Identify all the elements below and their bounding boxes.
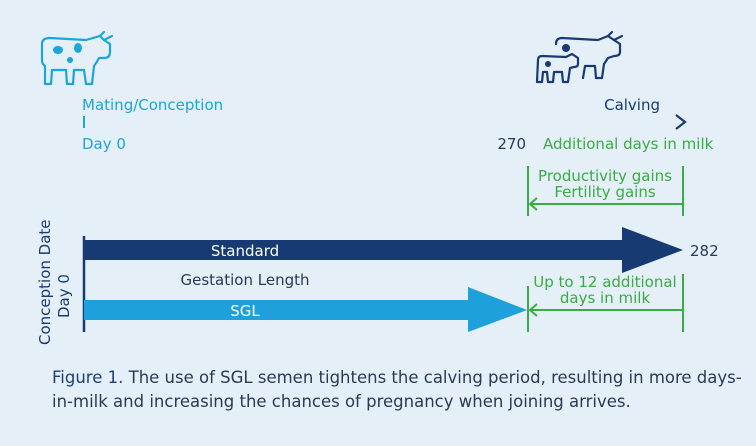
cow-with-calf-icon: [535, 30, 624, 84]
productivity-gains-label: Productivity gains: [538, 167, 672, 185]
sgl-note-line2: days in milk: [560, 289, 651, 307]
timeline-arrowhead: [675, 114, 687, 130]
sgl-bar: [84, 287, 527, 332]
conception-date-label: Conception Date: [36, 219, 54, 345]
sgl-arrowhead: [528, 303, 538, 317]
standard-bar: [84, 227, 683, 273]
gestation-length-label: Gestation Length: [181, 271, 310, 289]
calving-label: Calving: [604, 96, 660, 114]
caption-lead: Figure 1.: [52, 368, 124, 387]
additional-days-label: Additional days in milk: [543, 135, 714, 153]
sgl-note-line1: Up to 12 additional: [533, 273, 676, 291]
caption-body: The use of SGL semen tightens the calvin…: [52, 368, 742, 411]
sgl-label: SGL: [230, 302, 260, 320]
standard-label: Standard: [211, 242, 279, 260]
figure-caption: Figure 1. The use of SGL semen tightens …: [52, 366, 742, 414]
standard-end-value: 282: [690, 242, 719, 260]
day0-label: Day 0: [82, 135, 126, 153]
day270-label: 270: [497, 135, 526, 153]
cow-icon: [40, 30, 114, 86]
gains-arrowhead: [528, 197, 538, 211]
axis-day0-label: Day 0: [55, 274, 73, 318]
mating-conception-label: Mating/Conception: [82, 96, 223, 114]
fertility-gains-label: Fertility gains: [554, 183, 656, 201]
